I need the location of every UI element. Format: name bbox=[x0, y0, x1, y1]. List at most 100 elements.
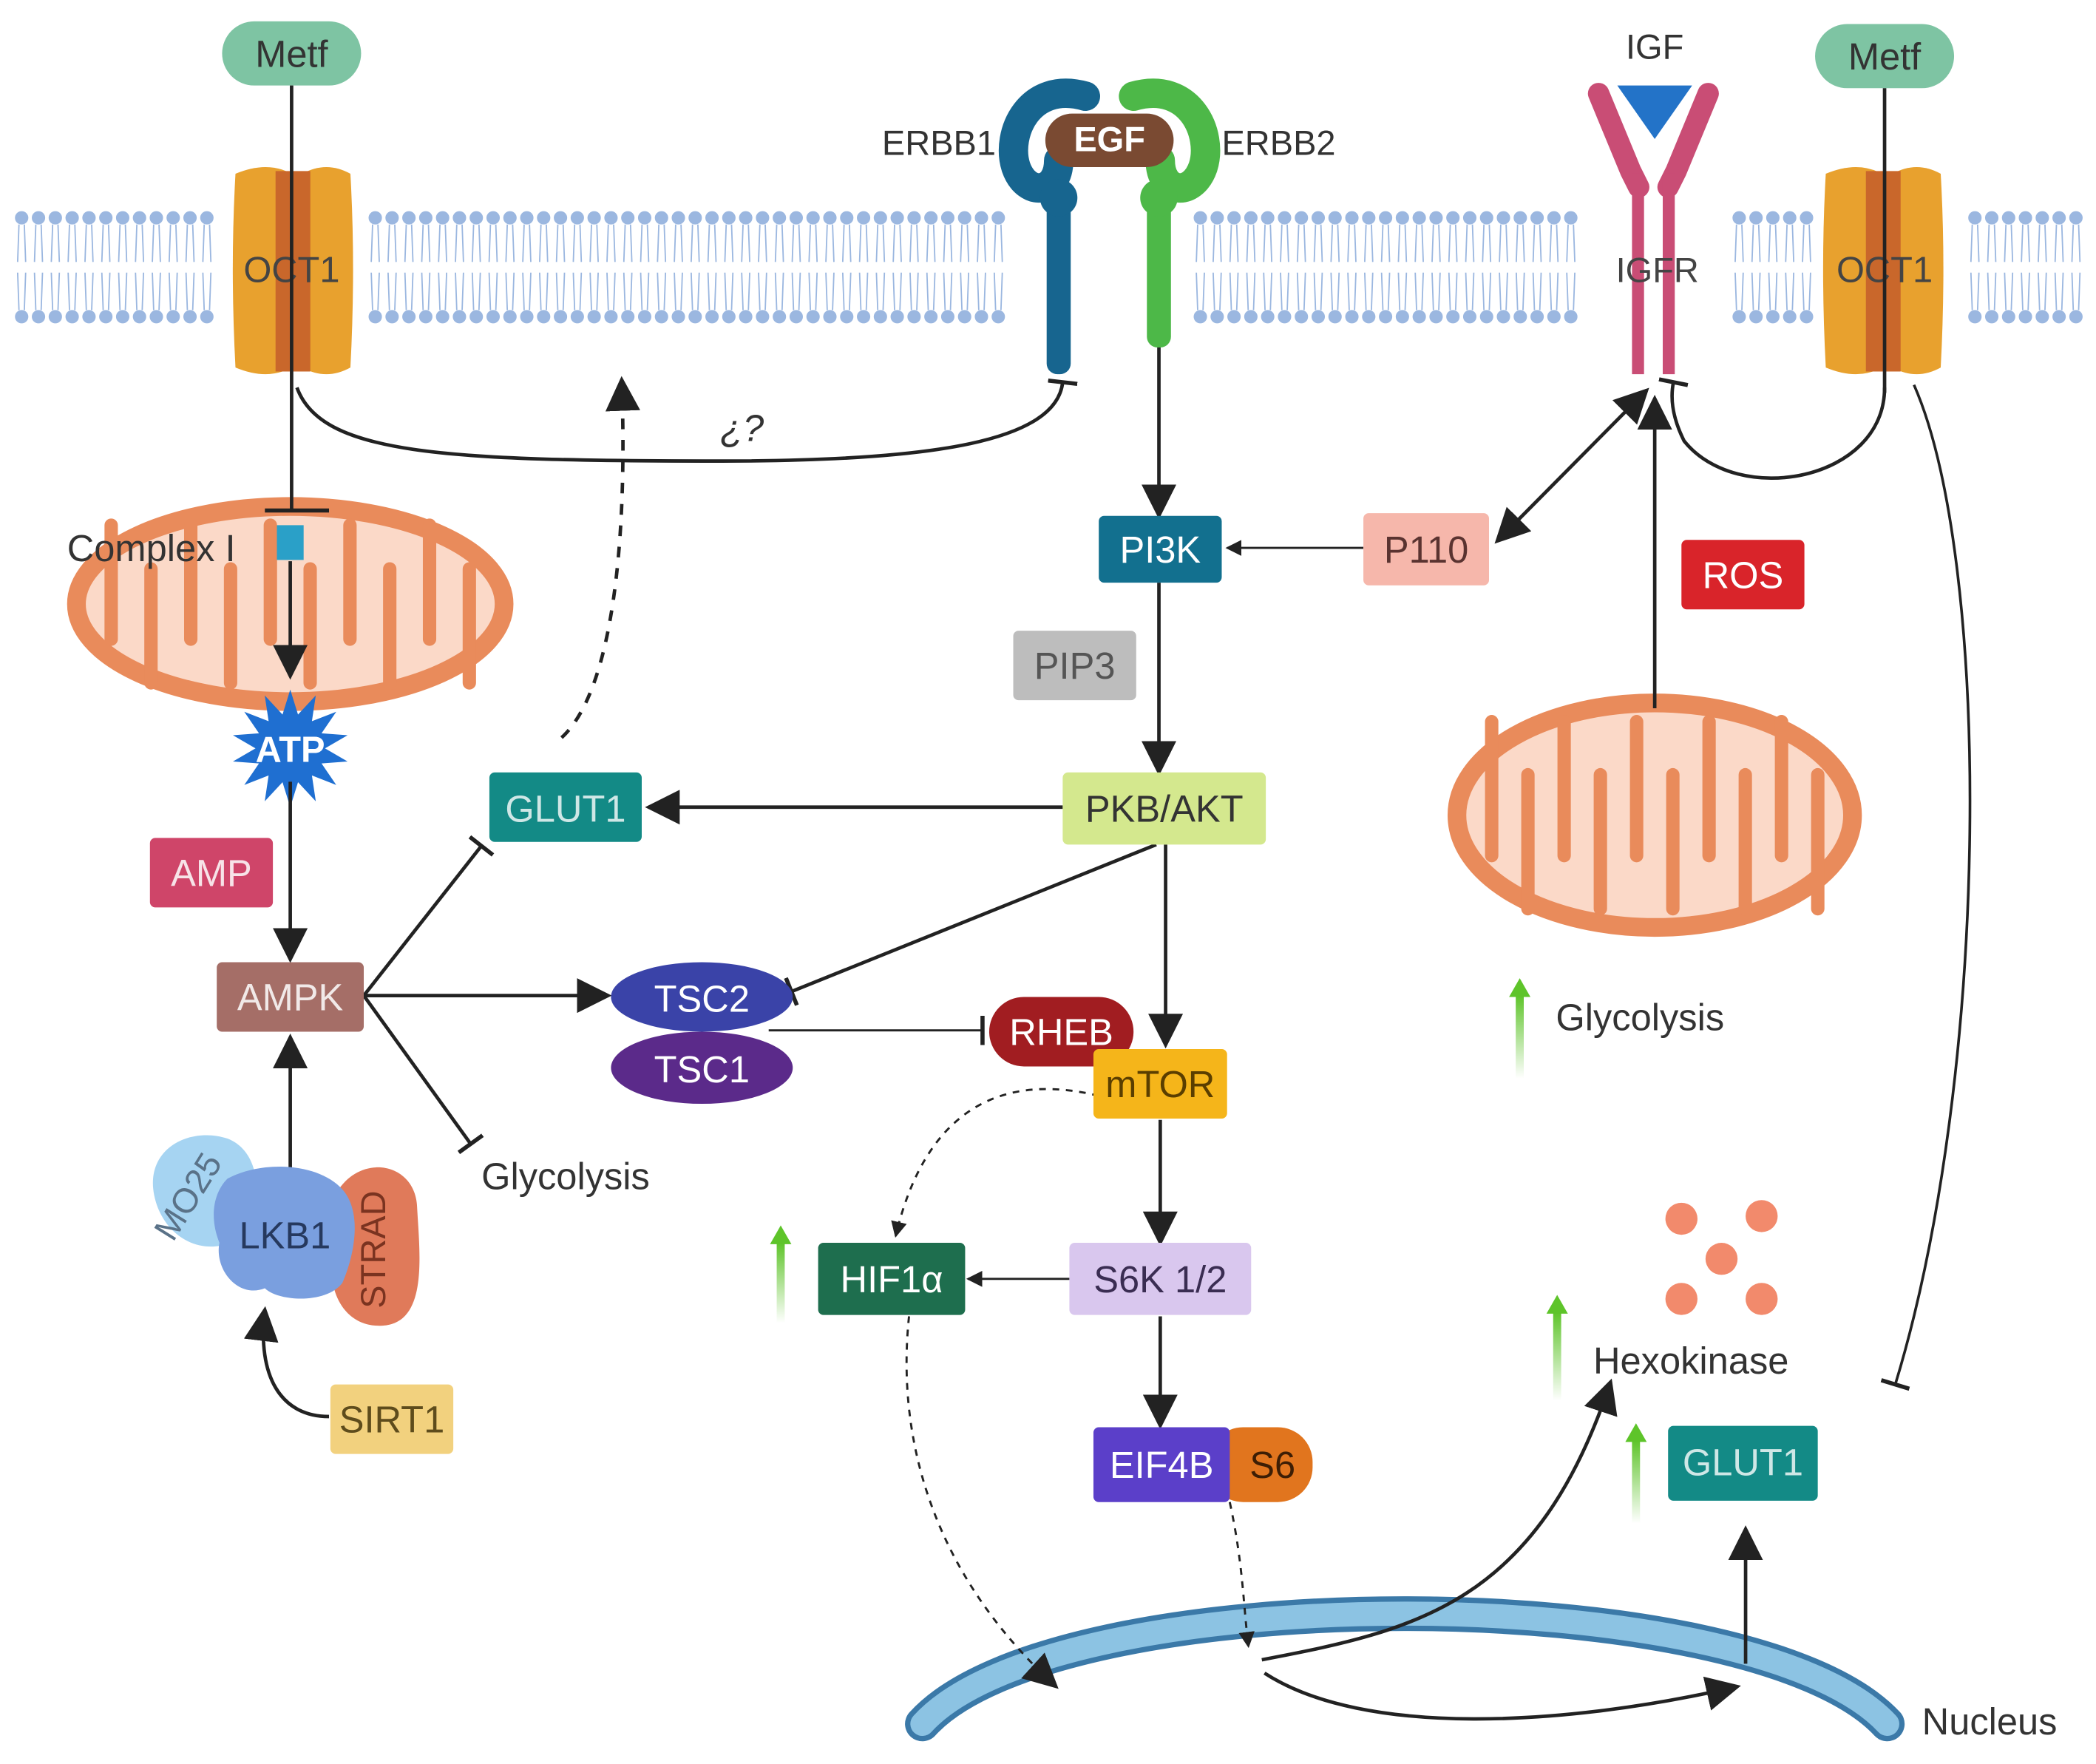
lipid-head bbox=[1328, 310, 1342, 324]
tsc1-node: TSC1 bbox=[611, 1031, 793, 1105]
lipid-head bbox=[435, 211, 450, 225]
lipid-head bbox=[1547, 310, 1561, 324]
lipid-head bbox=[115, 310, 129, 324]
lipid-tail bbox=[724, 224, 734, 311]
erbb1-receptor bbox=[998, 78, 1100, 375]
lipid-head bbox=[1278, 310, 1292, 324]
lipid-tail bbox=[438, 224, 447, 311]
lipid-tail bbox=[977, 224, 986, 311]
lipid-head bbox=[32, 211, 46, 225]
lipid-tail bbox=[1431, 224, 1441, 311]
lipid-head bbox=[940, 211, 954, 225]
complex-i-label: Complex I bbox=[67, 527, 236, 569]
lipid-tail bbox=[455, 224, 464, 311]
nucleus-label: Nucleus bbox=[1922, 1700, 2058, 1743]
lipid-head bbox=[671, 211, 685, 225]
lipid-head bbox=[1244, 310, 1258, 324]
lipid-head bbox=[654, 310, 668, 324]
lipid-head bbox=[1193, 211, 1207, 225]
lipid-tail bbox=[2004, 224, 2014, 311]
igf-label: IGF bbox=[1626, 27, 1683, 67]
lipid-tail bbox=[674, 224, 683, 311]
lipid-tail bbox=[875, 224, 886, 311]
lipid-head bbox=[1984, 310, 1999, 324]
erbb2-receptor bbox=[1119, 78, 1221, 347]
lipid-head bbox=[132, 211, 146, 225]
lipid-head bbox=[1295, 310, 1309, 324]
lipid-head bbox=[2035, 310, 2049, 324]
atp-star: ATP bbox=[233, 689, 348, 807]
mtor-to-hif1a-dashed bbox=[891, 1088, 1099, 1238]
lipid-tail bbox=[67, 224, 77, 311]
nucleus-to-curve-arrow bbox=[1264, 1672, 1741, 1721]
lipid-head bbox=[402, 211, 416, 225]
mtor-node: mTOR bbox=[1093, 1048, 1227, 1119]
lipid-head bbox=[1513, 211, 1527, 225]
lipid-head bbox=[570, 310, 584, 324]
lipid-tail bbox=[1785, 224, 1795, 311]
hexokinase-dot bbox=[1705, 1243, 1738, 1275]
lipid-tail bbox=[1296, 224, 1306, 311]
lipid-head bbox=[2052, 310, 2066, 324]
lipid-head bbox=[1968, 310, 1982, 324]
lkb1-node: LKB1 bbox=[214, 1166, 355, 1299]
lipid-head bbox=[857, 211, 871, 225]
up-arrow-glycolysis bbox=[1509, 978, 1531, 1079]
lipid-tail bbox=[741, 224, 750, 311]
lipid-head bbox=[469, 211, 484, 225]
lipid-head bbox=[1479, 310, 1493, 324]
lipid-head bbox=[1564, 211, 1578, 225]
lipid-tail bbox=[1482, 224, 1492, 311]
lipid-tail bbox=[2021, 224, 2030, 311]
lipid-tail bbox=[404, 224, 414, 311]
lipid-head bbox=[200, 310, 214, 324]
lipid-tail bbox=[555, 224, 566, 311]
lipid-head bbox=[1496, 211, 1510, 225]
lipid-tail bbox=[1499, 224, 1508, 311]
lipid-head bbox=[486, 211, 501, 225]
lipid-head bbox=[1395, 211, 1409, 225]
lipid-head bbox=[1311, 211, 1326, 225]
lipid-head bbox=[418, 310, 433, 324]
ros-node: ROS bbox=[1681, 540, 1805, 610]
eif4b-label: EIF4B bbox=[1110, 1444, 1214, 1486]
pkb-akt-label: PKB/AKT bbox=[1085, 788, 1244, 830]
lipid-head bbox=[503, 211, 517, 225]
lipid-head bbox=[2069, 310, 2083, 324]
lipid-head bbox=[823, 310, 837, 324]
lipid-head bbox=[149, 211, 163, 225]
lipid-tail bbox=[185, 224, 195, 311]
lipid-head bbox=[991, 310, 1005, 324]
lipid-head bbox=[957, 310, 971, 324]
lipid-tail bbox=[387, 224, 397, 311]
metf-left-node: Metf bbox=[222, 21, 362, 86]
lipid-head bbox=[587, 310, 601, 324]
lipid-head bbox=[1968, 211, 1982, 225]
lipid-head bbox=[15, 310, 29, 324]
lipid-head bbox=[621, 310, 635, 324]
lipid-head bbox=[183, 211, 197, 225]
lipid-tail bbox=[538, 224, 549, 311]
lipid-tail bbox=[589, 224, 599, 311]
lipid-head bbox=[435, 310, 450, 324]
lipid-head bbox=[82, 211, 96, 225]
lipid-tail bbox=[791, 224, 801, 311]
lipid-tail bbox=[471, 224, 481, 311]
lipid-head bbox=[1749, 211, 1763, 225]
lipid-tail bbox=[118, 224, 128, 311]
lipid-head bbox=[1193, 310, 1207, 324]
lipid-head bbox=[621, 211, 635, 225]
lipid-tail bbox=[135, 224, 145, 311]
lipid-head bbox=[654, 211, 668, 225]
igfr-label: IGFR bbox=[1616, 250, 1699, 289]
lipid-head bbox=[1766, 310, 1780, 324]
lipid-head bbox=[739, 211, 753, 225]
lipid-tail bbox=[1414, 224, 1424, 311]
lipid-head bbox=[1379, 310, 1393, 324]
lipid-head bbox=[1362, 310, 1376, 324]
metf-inhibit-glut1-bottom bbox=[1880, 384, 1972, 1391]
lipid-head bbox=[722, 310, 736, 324]
lipid-head bbox=[503, 310, 517, 324]
lipid-tail bbox=[1549, 224, 1559, 311]
lipid-head bbox=[2052, 211, 2066, 225]
